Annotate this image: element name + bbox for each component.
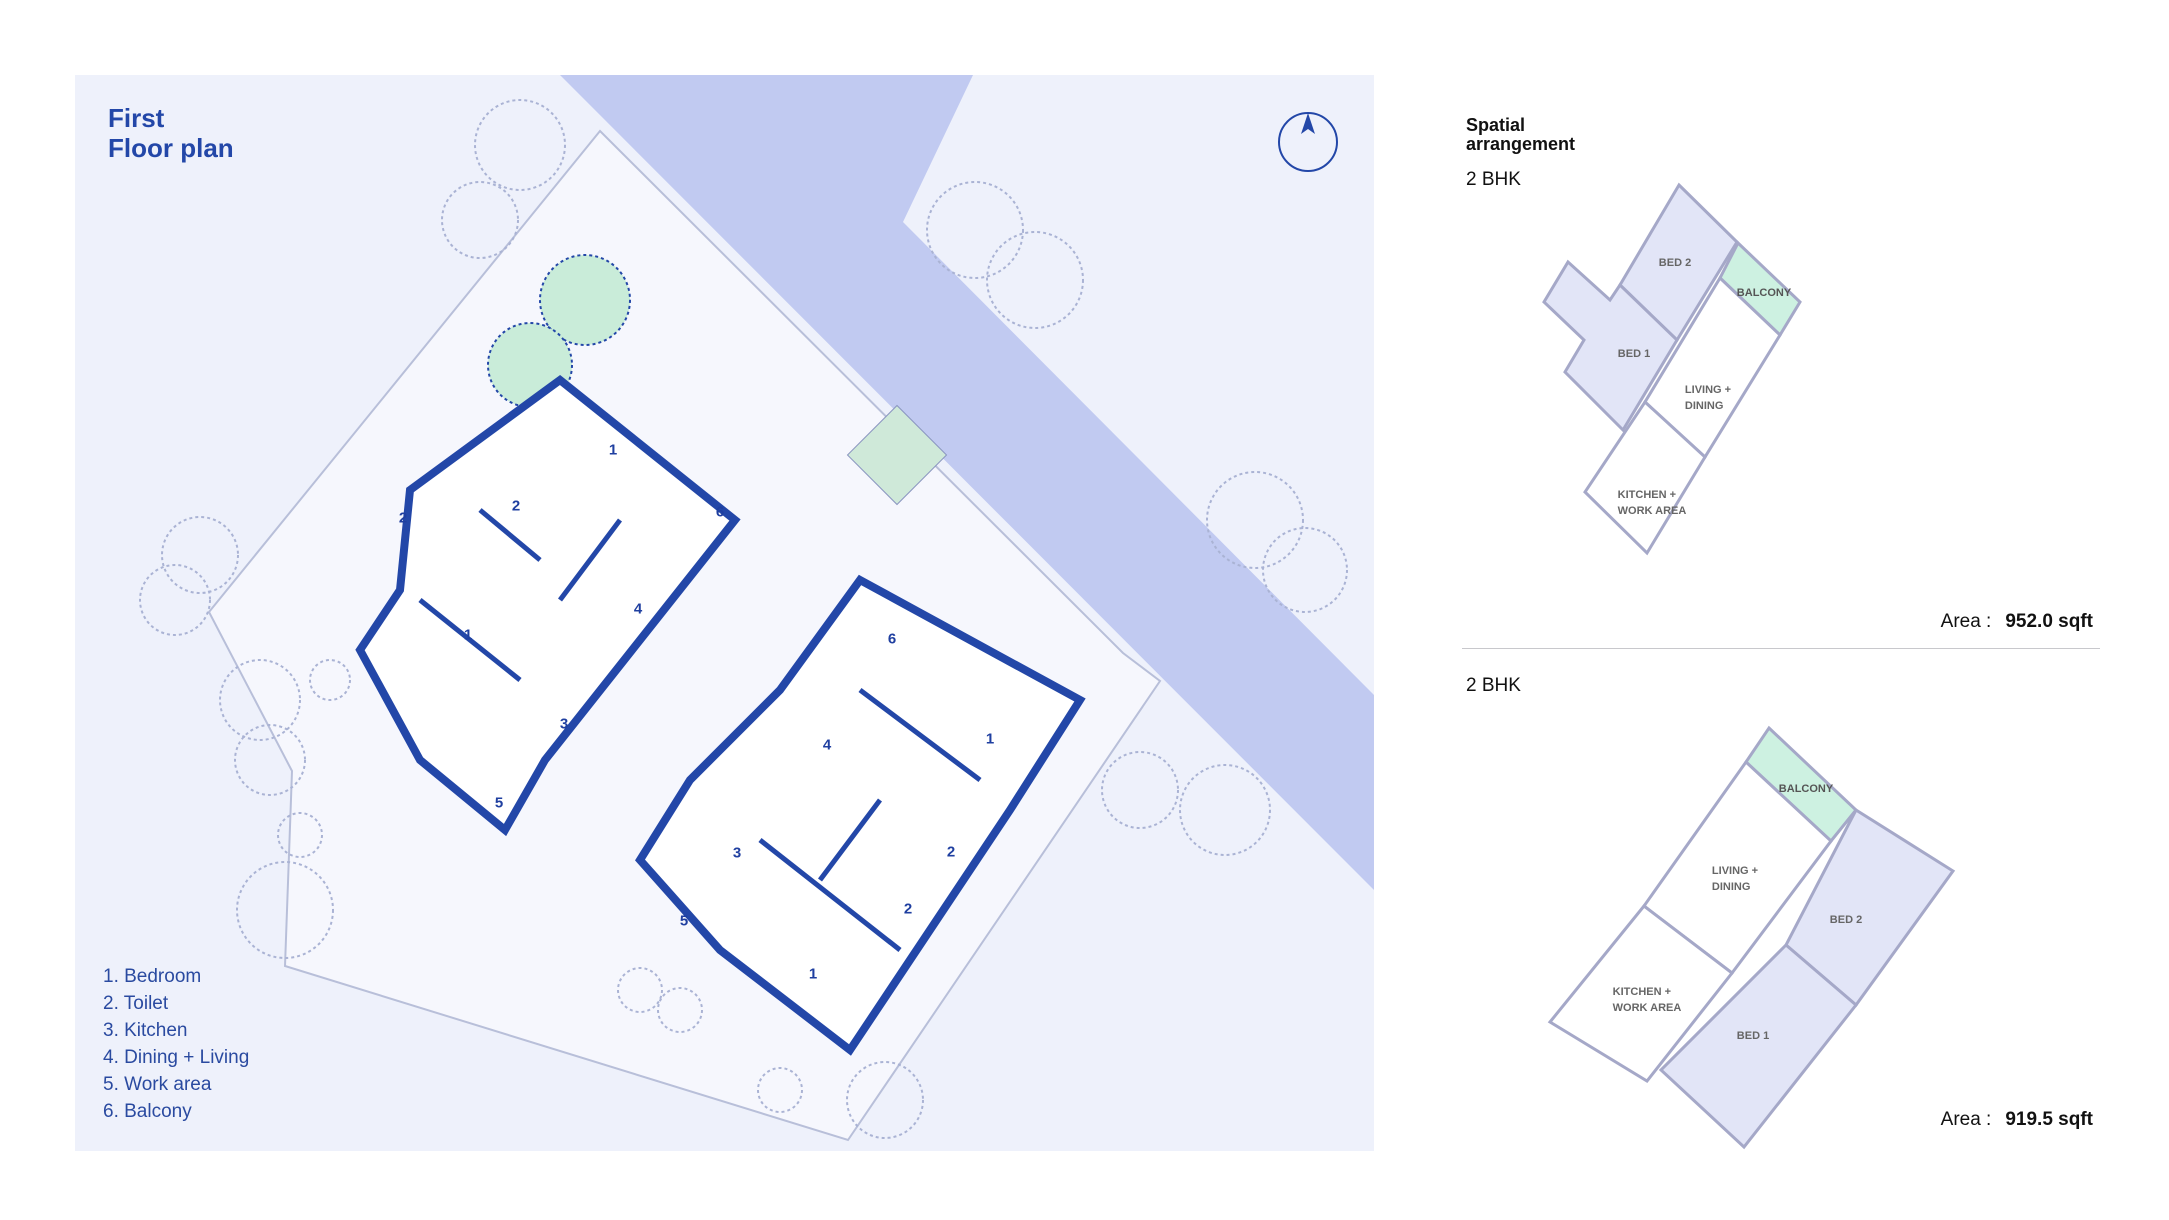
room-number: 2 — [903, 900, 913, 918]
building — [355, 374, 1086, 1056]
title-line-2: Floor plan — [108, 133, 234, 163]
legend: 1. Bedroom 2. Toilet 3. Kitchen 4. Dinin… — [103, 963, 249, 1125]
room-number: 6 — [715, 503, 725, 521]
legend-item: 4. Dining + Living — [103, 1047, 250, 1068]
legend-item: 3. Kitchen — [103, 1020, 188, 1041]
heading-line-2: arrangement — [1466, 134, 1576, 154]
area-label: Area : — [1940, 1109, 1992, 1130]
room-number: 1 — [463, 626, 473, 644]
room-label: KITCHEN + WORK AREA — [1618, 487, 1687, 519]
room-number: 6 — [887, 630, 897, 648]
room-label-line: DINING — [1684, 400, 1724, 412]
room-number: 2 — [511, 497, 521, 515]
road — [560, 75, 1374, 890]
planter — [846, 404, 948, 506]
sidebar-heading: Spatial arrangement — [1466, 116, 1575, 154]
green-tree — [539, 254, 631, 346]
room-number: 3 — [559, 715, 569, 733]
room-label-line: LIVING + — [1711, 865, 1759, 877]
room-number: 1 — [608, 441, 618, 459]
unit-a — [355, 374, 741, 837]
unit-2-diagram — [1547, 725, 1956, 1150]
kitchen-zone — [1583, 399, 1707, 556]
room-label-line: DINING — [1711, 881, 1751, 893]
bed1-zone — [1542, 259, 1679, 433]
legend-item: 1. Bedroom — [103, 966, 202, 987]
room-number: 5 — [679, 912, 689, 930]
room-number: 3 — [732, 844, 742, 862]
room-label-line: WORK AREA — [1612, 1002, 1682, 1014]
room-label-line: KITCHEN + — [1617, 489, 1677, 501]
unit-1-diagram — [1542, 182, 1802, 556]
legend-item: 6. Balcony — [103, 1101, 192, 1122]
unit-type-label: 2 BHK — [1466, 169, 1521, 190]
room-dividers — [418, 508, 982, 952]
room-label-line: LIVING + — [1684, 384, 1732, 396]
unit-area: Area : 952.0 sqft — [1941, 611, 2093, 633]
room-number: 1 — [808, 965, 818, 983]
area-value: 919.5 sqft — [2005, 1109, 2093, 1130]
page-title: First Floor plan — [108, 103, 234, 163]
legend-item: 2. Toilet — [103, 993, 169, 1014]
unit-type-label: 2 BHK — [1466, 675, 1521, 696]
room-number: 2 — [946, 843, 956, 861]
legend-item: 5. Work area — [103, 1074, 212, 1095]
divider — [1462, 648, 2100, 649]
room-label: BED 1 — [1736, 1030, 1770, 1042]
trees — [139, 99, 1348, 1139]
kitchen-zone — [1547, 903, 1735, 1083]
room-label: BALCONY — [1778, 783, 1834, 795]
room-number: 4 — [822, 736, 832, 754]
title-line-1: First — [108, 103, 165, 133]
floor-plan-drawing — [139, 75, 1374, 1142]
room-number: 5 — [494, 794, 504, 812]
heading-line-1: Spatial — [1466, 115, 1526, 135]
room-label-line: KITCHEN + — [1612, 986, 1672, 998]
area-value: 952.0 sqft — [2005, 611, 2093, 632]
room-label: BED 1 — [1617, 348, 1651, 360]
area-label: Area : — [1940, 611, 1992, 632]
room-label: LIVING + DINING — [1685, 382, 1731, 414]
room-number: 1 — [985, 730, 995, 748]
floor-plan-panel: First Floor plan 1. Bedroom 2. Toilet 3.… — [75, 75, 1374, 1151]
north-arrow-icon — [1278, 112, 1338, 172]
room-label: BED 2 — [1658, 257, 1692, 269]
room-number: 4 — [633, 600, 643, 618]
room-number: 2 — [398, 509, 408, 527]
unit-b — [635, 574, 1086, 1056]
room-label-line: WORK AREA — [1617, 505, 1687, 517]
unit-area: Area : 919.5 sqft — [1941, 1109, 2093, 1131]
room-label: KITCHEN + WORK AREA — [1613, 984, 1682, 1016]
bed1-zone — [1658, 942, 1859, 1150]
room-label: LIVING + DINING — [1712, 863, 1758, 895]
room-label: BED 2 — [1829, 914, 1863, 926]
room-label: BALCONY — [1736, 287, 1792, 299]
